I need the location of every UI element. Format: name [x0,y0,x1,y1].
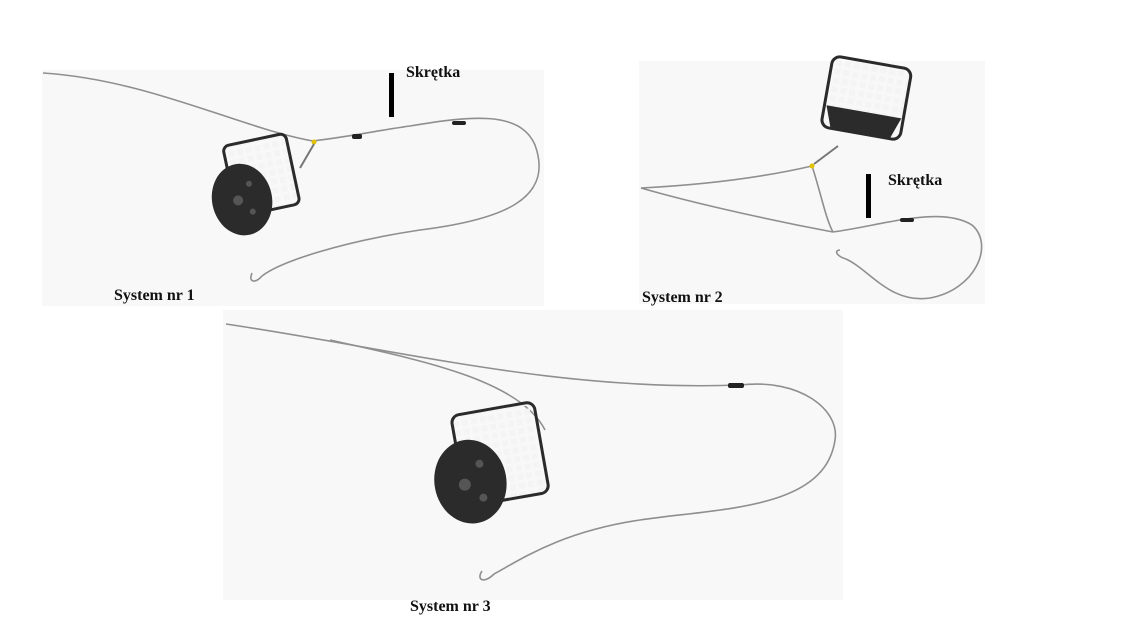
main-line-2b [640,187,834,233]
swivel-2 [809,163,815,169]
loop-line-2 [832,215,983,300]
loop-line-1 [261,117,540,277]
main-line-3 [225,323,741,387]
feeder-1 [211,132,301,236]
system-3-caption: System nr 3 [410,598,491,615]
leg-line-2 [811,165,834,233]
hook-2 [835,249,847,260]
twist-sleeve-1 [352,134,362,139]
system-2-panel [639,61,985,304]
main-line-1 [42,72,314,142]
feeder-3 [434,401,550,524]
twist-sleeve-3 [728,383,744,388]
hook-3 [479,570,495,581]
twist-marker-1 [389,73,394,117]
twist-sleeve-1b [452,121,466,125]
twist-marker-2 [866,174,871,218]
system-2-caption: System nr 2 [642,289,723,306]
twist-sleeve-2 [900,218,914,222]
skretka-label-1: Skrętka [406,64,461,81]
snap-1 [299,143,315,169]
snap-2 [813,145,839,165]
skretka-label-2: Skrętka [888,172,943,189]
system-1-caption: System nr 1 [114,287,195,304]
feeder-2 [820,55,913,141]
hook-1 [250,272,263,282]
loop-line-3 [493,383,837,575]
swivel-1 [311,139,317,145]
main-line-2a [640,165,813,189]
